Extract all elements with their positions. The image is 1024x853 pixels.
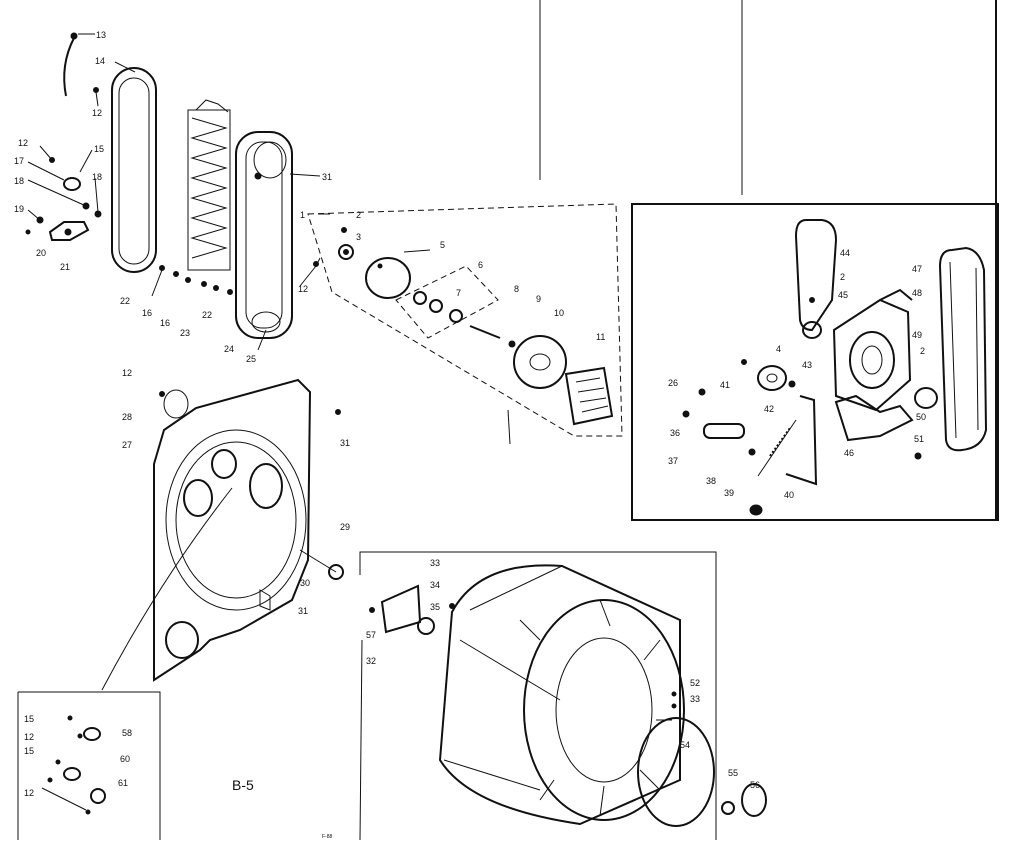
callout-30: 30 (300, 578, 310, 588)
callout-14: 14 (95, 56, 105, 66)
callout-44: 44 (840, 248, 850, 258)
callout-31: 31 (340, 438, 350, 448)
callout-10: 10 (554, 308, 564, 318)
callout-15: 15 (24, 714, 34, 724)
callout-18: 18 (14, 176, 24, 186)
callout-26: 26 (668, 378, 678, 388)
callout-labels: 13 14 12 12 15 17 18 18 19 20 21 22 16 1… (14, 30, 926, 840)
callout-2: 2 (840, 272, 845, 282)
callout-54: 54 (680, 740, 690, 750)
callout-7: 7 (456, 288, 461, 298)
callout-33: 33 (690, 694, 700, 704)
callout-33: 33 (430, 558, 440, 568)
callout-55: 55 (728, 768, 738, 778)
blower-assembly-group (307, 203, 623, 445)
section-label: B-5 (232, 777, 254, 793)
callout-47: 47 (912, 264, 922, 274)
callout-23: 23 (180, 328, 190, 338)
callout-57: 57 (366, 630, 376, 640)
callout-11: 11 (596, 332, 605, 342)
callout-43: 43 (802, 360, 812, 370)
callout-31: 31 (298, 606, 308, 616)
callout-39: 39 (724, 488, 734, 498)
callout-45: 45 (838, 290, 848, 300)
bulkhead-group (101, 378, 344, 691)
callout-19: 19 (14, 204, 24, 214)
callout-40: 40 (784, 490, 794, 500)
callout-20: 20 (36, 248, 46, 258)
callout-50: 50 (916, 412, 926, 422)
callout-58: 58 (122, 728, 132, 738)
callout-2: 2 (920, 346, 925, 356)
callout-12: 12 (92, 108, 102, 118)
callout-16: 16 (160, 318, 170, 328)
callout-25: 25 (246, 354, 256, 364)
callout-5: 5 (440, 240, 445, 250)
callout-16: 16 (142, 308, 152, 318)
frame-lines (539, 0, 997, 520)
callout-42: 42 (764, 404, 774, 414)
callout-49: 49 (912, 330, 922, 340)
callout-12: 12 (18, 138, 28, 148)
callout-28: 28 (122, 412, 132, 422)
callout-32: 32 (366, 656, 376, 666)
callout-12: 12 (122, 368, 132, 378)
callout-34: 34 (430, 580, 440, 590)
callout-13: 13 (96, 30, 106, 40)
callout-12: 12 (24, 788, 34, 798)
heater-assembly-group (25, 32, 321, 351)
callout-17: 17 (14, 156, 24, 166)
callout-3: 3 (356, 232, 361, 242)
callout-22: 22 (120, 296, 130, 306)
callout-1: 1 (300, 210, 305, 220)
callout-41: 41 (720, 380, 730, 390)
callout-2: 2 (356, 210, 361, 220)
callout-21: 21 (60, 262, 70, 272)
callout-15: 15 (94, 144, 104, 154)
callout-31: 31 (322, 172, 332, 182)
callout-52: 52 (690, 678, 700, 688)
callout-12: 12 (298, 284, 308, 294)
inset-detail-group (17, 691, 161, 840)
callout-12: 12 (24, 732, 34, 742)
callout-61: 61 (118, 778, 128, 788)
callout-38: 38 (706, 476, 716, 486)
callout-24: 24 (224, 344, 234, 354)
callout-46: 46 (844, 448, 854, 458)
callout-60: 60 (120, 754, 130, 764)
drum-group (359, 551, 767, 841)
callout-27: 27 (122, 440, 132, 450)
callout-48: 48 (912, 288, 922, 298)
callout-51: 51 (914, 434, 924, 444)
callout-35: 35 (430, 602, 440, 612)
callout-6: 6 (478, 260, 483, 270)
callout-37: 37 (668, 456, 678, 466)
motor-assembly-group (631, 203, 999, 521)
callout-22: 22 (202, 310, 212, 320)
callout-9: 9 (536, 294, 541, 304)
callout-4: 4 (776, 344, 781, 354)
callout-18: 18 (92, 172, 102, 182)
callout-56: 56 (750, 780, 760, 790)
callout-29: 29 (340, 522, 350, 532)
callout-15: 15 (24, 746, 34, 756)
drawing-code: F-88 (322, 834, 333, 840)
callout-36: 36 (670, 428, 680, 438)
callout-8: 8 (514, 284, 519, 294)
